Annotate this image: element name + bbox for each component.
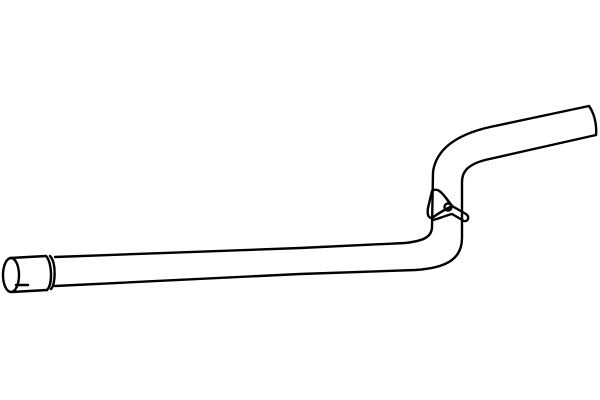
pipe-body — [53, 104, 598, 288]
pipe-outlet-end — [587, 104, 598, 137]
hanger-bracket — [426, 188, 470, 223]
pipe-inlet-sleeve — [1, 254, 56, 294]
pipe-top-edge — [53, 104, 591, 259]
inlet-opening — [1, 256, 21, 294]
bracket-bolt — [443, 202, 453, 212]
pipe-bottom-edge — [53, 133, 598, 288]
